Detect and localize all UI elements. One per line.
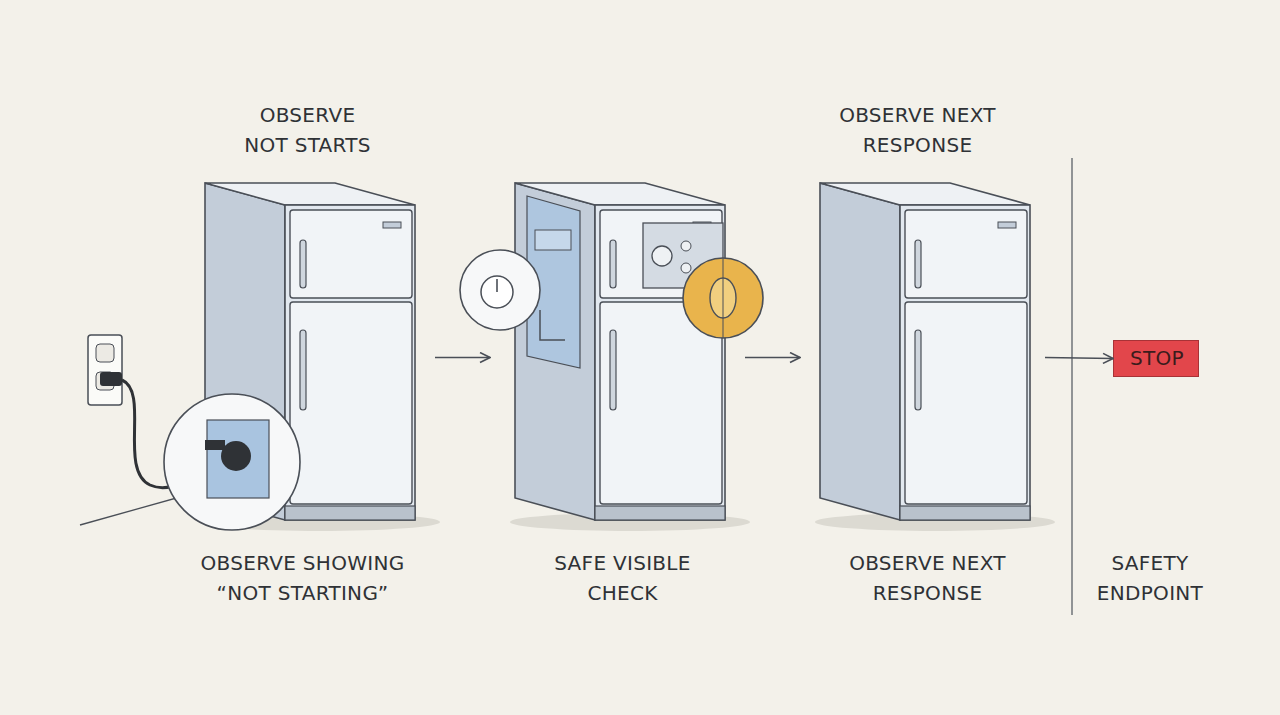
- dial: [481, 276, 513, 308]
- control-button: [681, 263, 691, 273]
- control-button: [681, 241, 691, 251]
- wall-outlet: [88, 335, 122, 405]
- socket: [96, 344, 114, 362]
- step-panel: OBSERVE NEXT RESPONSE OBSERVE NEXT RESPON…: [800, 100, 1045, 615]
- step-caption: SAFE VISIBLE CHECK: [538, 548, 708, 608]
- highlight-circle: [683, 258, 763, 338]
- divider-line: [1071, 158, 1073, 615]
- control-knob: [652, 246, 672, 266]
- endpoint-label: SAFETY ENDPOINT: [1085, 548, 1215, 608]
- inset-circle: [164, 394, 300, 530]
- stop-box: STOP: [1113, 340, 1199, 377]
- flow-arrow: [745, 357, 800, 359]
- step-panel: OBSERVE NOT STARTS OBSERVE SHOWING “NOT S…: [180, 100, 435, 615]
- door-gap: [723, 258, 724, 338]
- dial-pointer: [496, 279, 498, 292]
- plug: [100, 372, 122, 386]
- step-caption: OBSERVE NEXT RESPONSE: [838, 548, 1018, 608]
- inset-plug: [205, 440, 225, 450]
- flow-arrow: [1045, 358, 1113, 359]
- inset-knob: [221, 441, 251, 471]
- step-caption: OBSERVE NEXT RESPONSE: [828, 100, 1008, 160]
- inset-circle: [460, 250, 540, 330]
- panel-display: [535, 230, 571, 250]
- fridge: [510, 183, 750, 531]
- fridge: [200, 183, 440, 531]
- step-caption: OBSERVE NOT STARTS: [239, 100, 377, 160]
- panel-icon: [540, 310, 565, 340]
- step-panel: SAFE VISIBLE CHECK: [490, 100, 745, 615]
- stop-text: STOP: [1114, 341, 1200, 378]
- fridge: [815, 183, 1055, 531]
- step-caption: OBSERVE SHOWING “NOT STARTING”: [188, 548, 418, 608]
- flow-arrow: [435, 357, 490, 359]
- inset-panel: [207, 420, 269, 498]
